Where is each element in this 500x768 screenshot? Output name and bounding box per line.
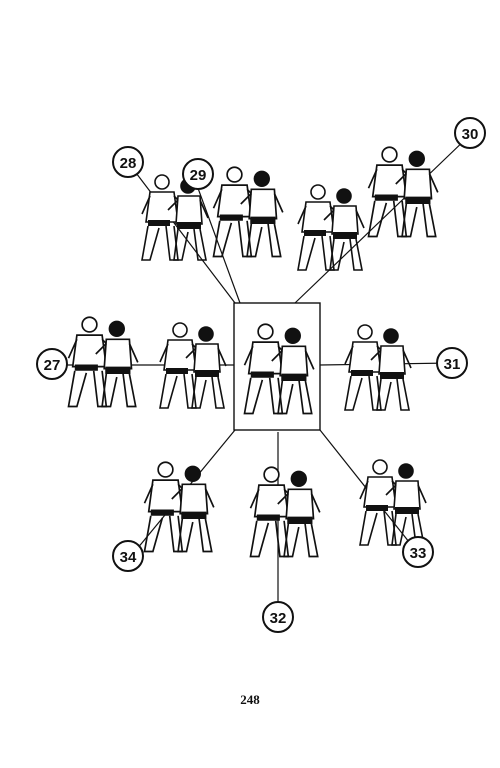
- center-panel: [233, 302, 321, 431]
- callout-34: 34: [112, 540, 144, 572]
- svg-text:31: 31: [444, 356, 461, 373]
- page-number: 248: [240, 692, 260, 707]
- svg-text:30: 30: [462, 126, 479, 143]
- svg-text:33: 33: [410, 545, 427, 562]
- figure-32: [359, 459, 427, 546]
- figure-34: [143, 461, 215, 553]
- svg-text:32: 32: [270, 610, 287, 627]
- figure-29b: [212, 166, 284, 258]
- callout-28: 28: [112, 146, 144, 178]
- figure-27a: [67, 316, 139, 408]
- callout-27: 27: [36, 348, 68, 380]
- callout-33: 32: [262, 601, 294, 633]
- svg-text:28: 28: [120, 155, 137, 172]
- callout-29: 29: [182, 158, 214, 190]
- callout-31: 31: [436, 347, 468, 379]
- callout-32: 33: [402, 536, 434, 568]
- callout-30: 30: [454, 117, 486, 149]
- svg-text:34: 34: [120, 549, 137, 566]
- figure-30a: [297, 184, 365, 271]
- figure-31: [344, 324, 412, 411]
- figure-33: [249, 466, 321, 558]
- figure-27b: [159, 322, 227, 409]
- svg-text:27: 27: [44, 357, 61, 374]
- svg-text:29: 29: [190, 167, 207, 184]
